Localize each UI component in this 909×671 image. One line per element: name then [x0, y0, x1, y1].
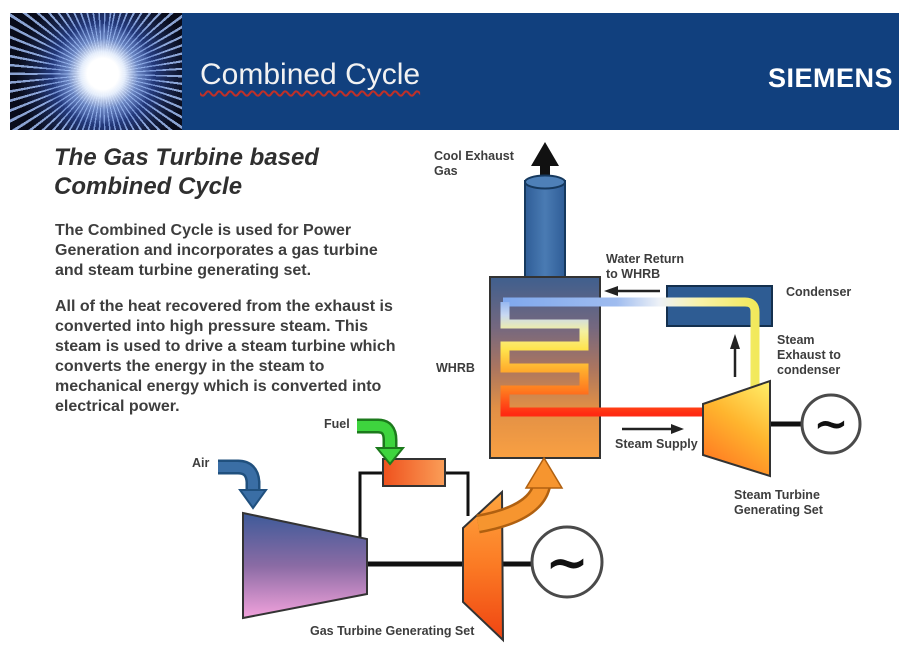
gas-generator: ~ [530, 525, 604, 599]
fuel-arrow-icon [357, 418, 406, 466]
chimney [524, 180, 566, 279]
steam-generator: ~ [800, 393, 862, 455]
steam-supply-arrow-icon [622, 424, 684, 434]
condenser-label: Condenser [786, 285, 852, 299]
whrb-label: WHRB [436, 361, 475, 375]
cool-exhaust-gas-label: Cool Exhaust Gas [434, 149, 514, 178]
air-label: Air [192, 456, 210, 470]
steam-turbine-set-label: Steam Turbine Generating Set [734, 488, 823, 517]
air-arrow-icon [218, 459, 268, 510]
steam-supply-label: Steam Supply [615, 437, 698, 451]
whrb-serpentine-pipe [500, 302, 705, 417]
steam-exhaust-arrow-icon [730, 334, 740, 377]
steam-exhaust-water-return-pipe [503, 297, 760, 390]
stack-exhaust-arrow-icon [531, 142, 559, 181]
gas-turbine-set-label: Gas Turbine Generating Set [310, 624, 475, 638]
fuel-label: Fuel [324, 417, 350, 431]
steam-generator-symbol: ~ [813, 399, 848, 448]
combustor [382, 458, 446, 487]
starburst-image [10, 13, 182, 130]
slide-title: Combined Cycle [200, 58, 421, 91]
gas-generator-symbol: ~ [545, 533, 589, 593]
compressor [242, 511, 368, 620]
paragraph-1: The Combined Cycle is used for Power Gen… [55, 222, 378, 279]
siemens-logo: SIEMENS [767, 63, 893, 93]
water-return-label: Water Return to WHRB [606, 252, 685, 281]
paragraph-2: All of the heat recovered from the exhau… [55, 298, 396, 415]
water-return-arrow-icon [604, 286, 660, 296]
section-heading: The Gas Turbine based Combined Cycle [54, 144, 319, 200]
chimney-top [524, 174, 566, 190]
steam-exhaust-label: Steam Exhaust to condenser [777, 333, 841, 377]
steam-turbine [702, 379, 771, 478]
exhaust-to-whrb-arrow-icon [476, 456, 564, 534]
